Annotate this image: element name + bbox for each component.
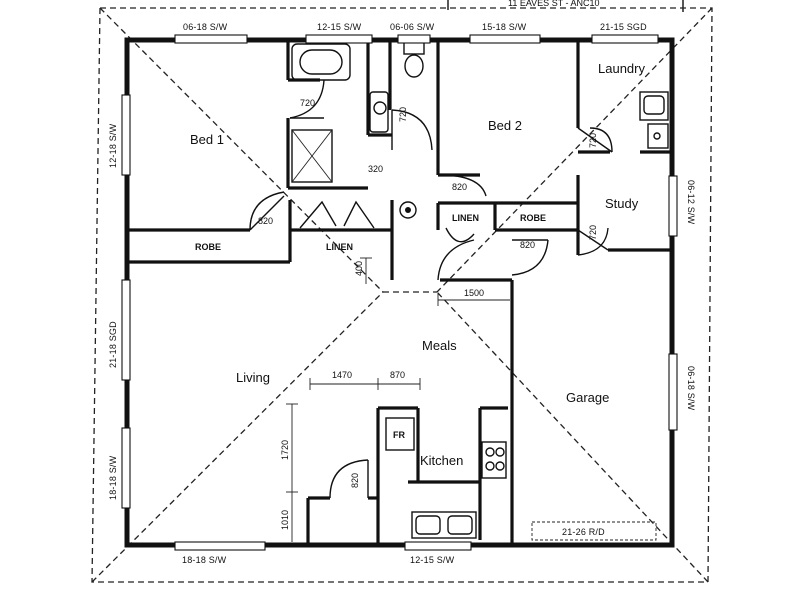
dim-bed1-door: 820 [258, 216, 273, 226]
dim-1470: 1470 [332, 370, 352, 380]
window-label-top-5: 21-15 SGD [600, 22, 647, 32]
dim-870: 870 [390, 370, 405, 380]
room-label-garage: Garage [566, 390, 609, 405]
doors [249, 79, 613, 499]
kitchen-fixtures [385, 417, 507, 539]
dim-bath-door: 720 [300, 98, 315, 108]
dim-400: 400 [354, 261, 364, 276]
dimension-lines [286, 257, 510, 542]
fridge-label: FR [393, 430, 405, 440]
dim-bed2-door: 820 [452, 182, 467, 192]
window-label-bottom-2: 12-15 S/W [410, 555, 455, 565]
garage-door-label: 21-26 R/D [562, 527, 605, 537]
dim-1010: 1010 [280, 510, 290, 530]
window-label-top-4: 15-18 S/W [482, 22, 527, 32]
window-label-top-1: 06-18 S/W [183, 22, 228, 32]
robe-label-center: ROBE [520, 213, 546, 223]
linen-label-left: LINEN [326, 242, 353, 252]
dim-laundry-door: 720 [588, 133, 598, 148]
linen-label-center: LINEN [452, 213, 479, 223]
window-label-right-2: 06-18 S/W [686, 366, 696, 411]
dim-1500: 1500 [464, 288, 484, 298]
dim-pantry-door: 820 [350, 473, 360, 488]
robe-label-left: ROBE [195, 242, 221, 252]
window-label-left-2: 21-18 SGD [108, 321, 118, 368]
window-label-bottom-1: 18-18 S/W [182, 555, 227, 565]
room-label-kitchen: Kitchen [420, 453, 463, 468]
room-label-study: Study [605, 196, 639, 211]
dim-wc-door: 720 [398, 107, 408, 122]
room-label-living: Living [236, 370, 270, 385]
dim-1720: 1720 [280, 440, 290, 460]
dim-hall-320: 320 [368, 164, 383, 174]
window-label-right-1: 06-12 S/W [686, 180, 696, 225]
window-label-top-2: 12-15 S/W [317, 22, 362, 32]
window-label-top-3: 06-06 S/W [390, 22, 435, 32]
room-label-bed1: Bed 1 [190, 132, 224, 147]
dim-study-door: 720 [588, 225, 598, 240]
roof-outline [91, 7, 713, 583]
top-note: 11 EAVES ST - ANC10 [508, 0, 600, 8]
room-label-laundry: Laundry [598, 61, 645, 76]
room-label-meals: Meals [422, 338, 457, 353]
window-openings [121, 34, 678, 551]
internal-walls [127, 40, 672, 545]
window-label-left-1: 12-18 S/W [108, 123, 118, 168]
dim-garage-door: 820 [520, 240, 535, 250]
window-label-left-3: 18-18 S/W [108, 455, 118, 500]
room-label-bed2: Bed 2 [488, 118, 522, 133]
bathroom-fixtures [291, 41, 669, 219]
